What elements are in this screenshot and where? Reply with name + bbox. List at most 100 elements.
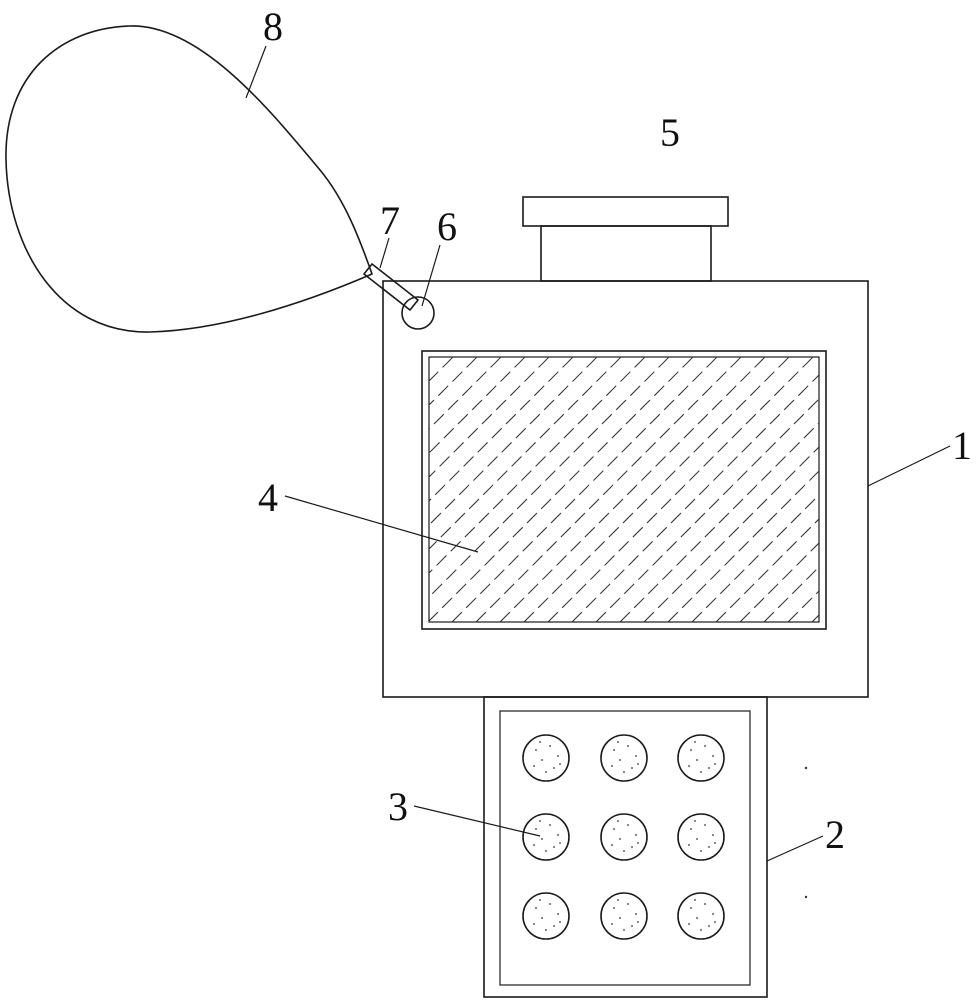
button-texture-dot bbox=[696, 917, 698, 919]
screen-hatch-line bbox=[429, 357, 502, 430]
display-screen bbox=[421, 350, 980, 630]
button-texture-dot bbox=[696, 838, 698, 840]
button-texture-dot bbox=[704, 824, 706, 826]
button bbox=[600, 813, 648, 861]
leader-line-4 bbox=[284, 495, 479, 553]
button-texture-dot bbox=[553, 846, 555, 848]
button-texture-dot bbox=[631, 767, 633, 769]
screen-hatch-line bbox=[451, 357, 718, 622]
button-texture-dot bbox=[627, 903, 629, 905]
screen-hatch-line bbox=[884, 357, 980, 622]
screen-hatch-line bbox=[429, 357, 550, 478]
leader-line-8 bbox=[245, 45, 267, 99]
label-1: 1 bbox=[952, 423, 972, 468]
button-texture-dot bbox=[619, 838, 621, 840]
leader-line-7 bbox=[379, 237, 390, 269]
button-texture-dot bbox=[611, 765, 613, 767]
screen-hatch-line bbox=[429, 357, 478, 406]
screen-hatch-line bbox=[836, 357, 980, 622]
button-texture-dot bbox=[535, 749, 537, 751]
button-texture-dot bbox=[533, 844, 535, 846]
screen-hatch-line bbox=[429, 357, 430, 358]
button bbox=[677, 734, 725, 782]
button-texture-dot bbox=[714, 842, 716, 844]
button-texture-dot bbox=[619, 759, 621, 761]
speck bbox=[804, 895, 808, 899]
button-texture-dot bbox=[700, 929, 702, 931]
button-texture-dot bbox=[700, 850, 702, 852]
label-6: 6 bbox=[437, 204, 457, 249]
leader-line-2 bbox=[766, 835, 824, 862]
screen-hatch-line bbox=[571, 374, 819, 622]
screen-hatch-line bbox=[499, 357, 766, 622]
button-texture-dot bbox=[613, 907, 615, 909]
screen-hatch-line bbox=[787, 590, 819, 622]
screen-hatch-line bbox=[667, 470, 819, 622]
button-texture-dot bbox=[617, 741, 619, 743]
button-texture-dot bbox=[559, 763, 561, 765]
button-texture-dot bbox=[631, 846, 633, 848]
button-texture-dot bbox=[535, 828, 537, 830]
screen-hatch-line bbox=[429, 357, 574, 502]
screen-hatch-line bbox=[643, 446, 819, 622]
button-texture-dot bbox=[688, 765, 690, 767]
label-3: 3 bbox=[388, 784, 408, 829]
button-texture-dot bbox=[712, 755, 714, 757]
button-texture-dot bbox=[613, 828, 615, 830]
button-texture-dot bbox=[539, 899, 541, 901]
button-texture-dot bbox=[627, 824, 629, 826]
button-texture-dot bbox=[700, 771, 702, 773]
speck bbox=[804, 766, 808, 770]
screen-hatch-line bbox=[619, 422, 819, 622]
screen-hatch-line bbox=[429, 357, 598, 526]
button-texture-dot bbox=[549, 745, 551, 747]
label-7: 7 bbox=[380, 198, 400, 243]
button-texture-dot bbox=[696, 759, 698, 761]
button-texture-dot bbox=[539, 820, 541, 822]
screen-hatch-line bbox=[908, 357, 980, 622]
button-texture-dot bbox=[549, 903, 551, 905]
label-2: 2 bbox=[825, 812, 845, 857]
button-texture-dot bbox=[545, 929, 547, 931]
strap-loop bbox=[5, 25, 374, 333]
base-body bbox=[483, 696, 768, 998]
button bbox=[522, 734, 570, 782]
leader-line-6 bbox=[421, 244, 441, 307]
button-texture-dot bbox=[694, 741, 696, 743]
screen-hatch-line bbox=[715, 518, 819, 622]
button-texture-dot bbox=[545, 771, 547, 773]
screen-hatch-line bbox=[860, 357, 980, 622]
button bbox=[677, 892, 725, 940]
label-4: 4 bbox=[258, 475, 278, 520]
screen-hatch-line bbox=[429, 357, 622, 550]
button-texture-dot bbox=[708, 925, 710, 927]
button-texture-dot bbox=[631, 925, 633, 927]
screen-hatch-line bbox=[429, 357, 454, 382]
button-texture-dot bbox=[627, 745, 629, 747]
button-texture-dot bbox=[611, 923, 613, 925]
button-texture-dot bbox=[690, 749, 692, 751]
button bbox=[600, 892, 648, 940]
label-8: 8 bbox=[263, 4, 283, 49]
screen-hatch-line bbox=[811, 614, 819, 622]
button-texture-dot bbox=[637, 921, 639, 923]
button-texture-dot bbox=[553, 767, 555, 769]
screen-hatch-line bbox=[429, 357, 526, 454]
button-texture-dot bbox=[704, 745, 706, 747]
screen-hatch-line bbox=[547, 357, 814, 622]
screen-hatch-line bbox=[429, 357, 646, 574]
button-texture-dot bbox=[617, 899, 619, 901]
button-texture-dot bbox=[708, 846, 710, 848]
leader-line-3 bbox=[413, 805, 541, 837]
button bbox=[600, 734, 648, 782]
button-texture-dot bbox=[617, 820, 619, 822]
button-texture-dot bbox=[553, 925, 555, 927]
button-texture-dot bbox=[714, 763, 716, 765]
button bbox=[522, 892, 570, 940]
hanging-ring bbox=[401, 296, 435, 330]
leader-line-1 bbox=[867, 445, 951, 487]
button-texture-dot bbox=[637, 842, 639, 844]
strap-connector bbox=[362, 262, 420, 312]
button-texture-dot bbox=[623, 771, 625, 773]
